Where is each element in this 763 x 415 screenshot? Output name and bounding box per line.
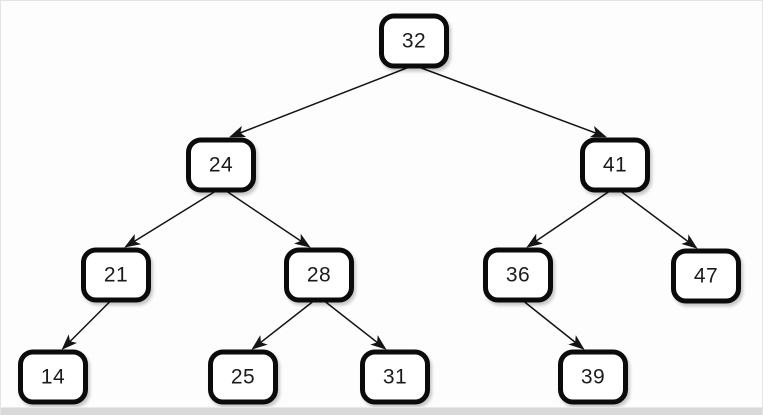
tree-edge-28-to-25 xyxy=(251,300,314,350)
tree-node-25: 25 xyxy=(208,349,278,405)
tree-node-39: 39 xyxy=(558,349,628,405)
node-value: 31 xyxy=(382,365,408,388)
tree-node-28: 28 xyxy=(284,247,354,303)
node-value: 24 xyxy=(208,153,234,176)
tree-node-36: 36 xyxy=(483,247,553,303)
tree-node-31: 31 xyxy=(360,349,430,405)
node-value: 47 xyxy=(693,264,719,287)
tree-edge-36-to-39 xyxy=(523,300,585,350)
tree-edge-21-to-14 xyxy=(61,300,111,350)
tree-edge-24-to-28 xyxy=(226,190,311,248)
node-value: 36 xyxy=(505,263,531,286)
node-value: 32 xyxy=(401,29,427,52)
tree-edge-24-to-21 xyxy=(124,190,216,248)
tree-edge-41-to-36 xyxy=(526,190,610,248)
tree-edge-28-to-31 xyxy=(324,300,387,350)
node-value: 41 xyxy=(602,153,628,176)
tree-node-24: 24 xyxy=(186,137,256,193)
node-value: 39 xyxy=(580,365,606,388)
tree-node-32: 32 xyxy=(379,13,449,69)
tree-edge-32-to-24 xyxy=(229,66,409,138)
tree-node-47: 47 xyxy=(671,248,741,304)
tree-edge-32-to-41 xyxy=(419,66,607,138)
node-value: 21 xyxy=(103,263,129,286)
tree-node-21: 21 xyxy=(81,247,151,303)
tree-edge-41-to-47 xyxy=(620,190,698,249)
node-value: 14 xyxy=(40,365,66,388)
tree-node-41: 41 xyxy=(580,137,650,193)
tree-node-14: 14 xyxy=(18,349,88,405)
node-value: 25 xyxy=(230,365,256,388)
page-bottom-edge xyxy=(1,407,762,415)
node-value: 28 xyxy=(306,263,332,286)
